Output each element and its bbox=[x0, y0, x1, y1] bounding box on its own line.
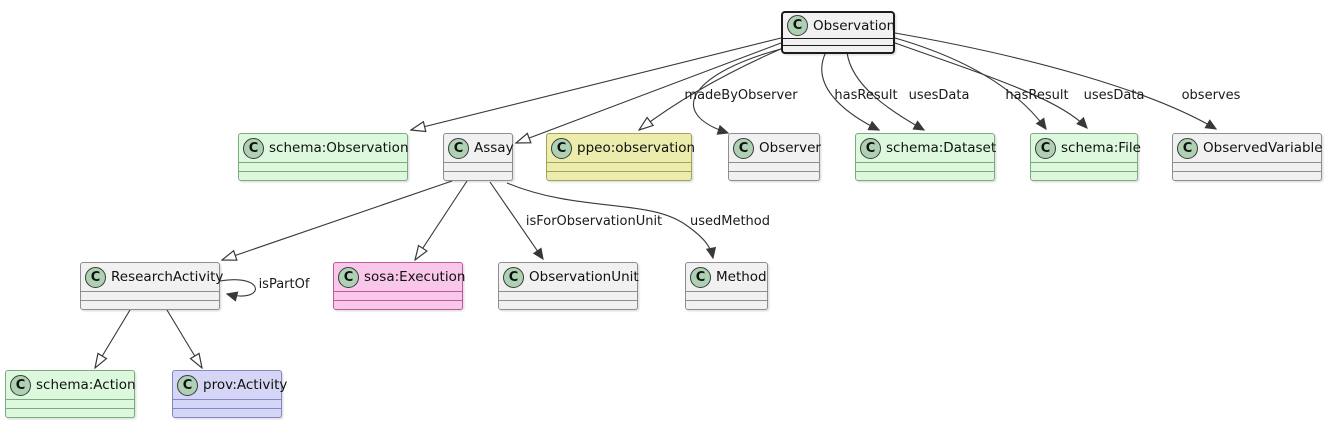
class-assay: C Assay bbox=[443, 133, 514, 181]
fields-compartment bbox=[1031, 162, 1137, 171]
edge-assay-sosa-execution bbox=[415, 180, 468, 260]
edge-research-activity-prov-activity bbox=[166, 309, 202, 368]
methods-compartment bbox=[729, 171, 819, 180]
edge-observation-ppeo-observation bbox=[639, 47, 784, 130]
fields-compartment bbox=[239, 162, 407, 171]
methods-compartment bbox=[686, 300, 767, 309]
class-name: ObservedVariable bbox=[1203, 140, 1323, 156]
fields-compartment bbox=[1173, 162, 1321, 171]
fields-compartment bbox=[81, 291, 219, 300]
methods-compartment bbox=[334, 300, 462, 309]
edge-has-result-dataset bbox=[821, 51, 879, 130]
edge-label-made-by-observer: madeByObserver bbox=[684, 88, 798, 103]
fields-compartment bbox=[334, 291, 462, 300]
class-name: sosa:Execution bbox=[364, 269, 466, 285]
edge-uses-data-file bbox=[894, 42, 1087, 128]
class-icon: C bbox=[85, 266, 106, 288]
class-name: schema:File bbox=[1061, 140, 1141, 156]
methods-compartment bbox=[444, 171, 512, 180]
edge-used-method bbox=[506, 182, 713, 258]
fields-compartment bbox=[173, 399, 281, 408]
edge-uses-data-dataset bbox=[846, 51, 924, 130]
class-icon: C bbox=[551, 137, 572, 159]
class-observer: C Observer bbox=[728, 133, 821, 181]
edge-label-uses-data-dataset: usesData bbox=[908, 88, 970, 103]
class-icon: C bbox=[243, 137, 264, 159]
class-observation-unit: C ObservationUnit bbox=[498, 262, 639, 310]
class-observed-variable: C ObservedVariable bbox=[1172, 133, 1323, 181]
class-icon: C bbox=[177, 374, 198, 396]
edge-label-is-part-of: isPartOf bbox=[258, 277, 310, 292]
class-observation: C Observation bbox=[781, 11, 895, 54]
methods-compartment bbox=[6, 408, 134, 417]
fields-compartment bbox=[729, 162, 819, 171]
class-name: ObservationUnit bbox=[529, 269, 639, 285]
class-name: Observation bbox=[813, 17, 896, 34]
fields-compartment bbox=[6, 399, 134, 408]
class-icon: C bbox=[1177, 137, 1198, 159]
edge-is-for-observation-unit bbox=[489, 181, 543, 259]
edge-made-by-observer bbox=[693, 48, 782, 133]
edge-label-has-result-dataset: hasResult bbox=[834, 88, 898, 103]
class-name: prov:Activity bbox=[203, 377, 288, 393]
class-name: schema:Dataset bbox=[886, 140, 997, 156]
methods-compartment bbox=[239, 171, 407, 180]
class-icon: C bbox=[1035, 137, 1056, 159]
class-name: schema:Action bbox=[36, 377, 136, 393]
methods-compartment bbox=[783, 45, 893, 52]
edge-has-result-file bbox=[894, 37, 1046, 129]
class-icon: C bbox=[503, 266, 524, 288]
class-research-activity: C ResearchActivity bbox=[80, 262, 224, 310]
edge-observation-schema-observation bbox=[411, 37, 782, 130]
methods-compartment bbox=[856, 171, 994, 180]
class-method: C Method bbox=[685, 262, 768, 310]
class-name: Observer bbox=[759, 140, 821, 156]
edge-label-has-result-file: hasResult bbox=[1005, 88, 1069, 103]
fields-compartment bbox=[444, 162, 512, 171]
class-icon: C bbox=[787, 15, 808, 36]
edge-observes bbox=[894, 32, 1216, 129]
edge-label-uses-data-file: usesData bbox=[1083, 88, 1145, 103]
edge-research-activity-schema-action bbox=[95, 309, 131, 368]
edge-assay-research-activity bbox=[222, 180, 453, 260]
class-name: ppeo:observation bbox=[577, 140, 696, 156]
edge-observation-assay bbox=[516, 42, 782, 143]
methods-compartment bbox=[173, 408, 281, 417]
class-name: Method bbox=[716, 269, 767, 285]
methods-compartment bbox=[1031, 171, 1137, 180]
edge-is-part-of-loop bbox=[219, 279, 256, 296]
class-icon: C bbox=[10, 374, 31, 396]
fields-compartment bbox=[783, 38, 893, 45]
class-icon: C bbox=[733, 137, 754, 159]
class-name: ResearchActivity bbox=[111, 269, 224, 285]
edge-label-is-for-observation-unit: isForObservationUnit bbox=[525, 214, 663, 229]
methods-compartment bbox=[81, 300, 219, 309]
fields-compartment bbox=[686, 291, 767, 300]
class-icon: C bbox=[338, 266, 359, 288]
edge-label-used-method: usedMethod bbox=[689, 214, 771, 229]
fields-compartment bbox=[856, 162, 994, 171]
fields-compartment bbox=[547, 162, 691, 171]
class-name: schema:Observation bbox=[269, 140, 409, 156]
edge-label-observes: observes bbox=[1181, 88, 1241, 103]
class-icon: C bbox=[448, 137, 469, 159]
methods-compartment bbox=[547, 171, 691, 180]
methods-compartment bbox=[1173, 171, 1321, 180]
class-icon: C bbox=[860, 137, 881, 159]
fields-compartment bbox=[499, 291, 637, 300]
class-name: Assay bbox=[474, 140, 514, 156]
methods-compartment bbox=[499, 300, 637, 309]
class-icon: C bbox=[690, 266, 711, 288]
